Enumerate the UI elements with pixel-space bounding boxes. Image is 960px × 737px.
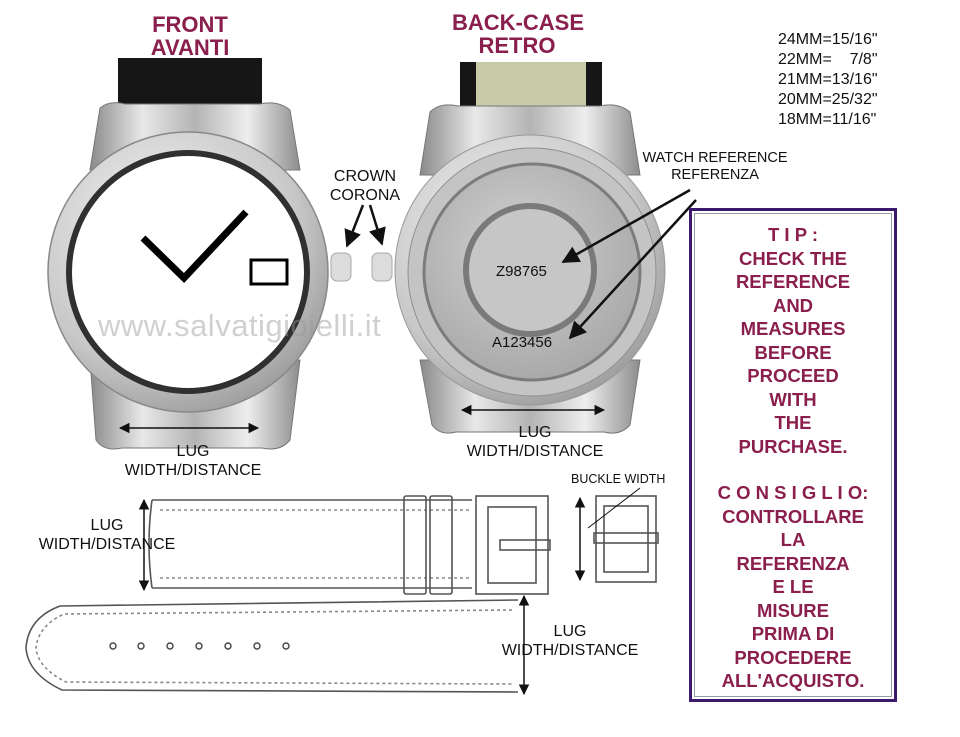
size-row: 24MM=15/16" xyxy=(778,31,878,48)
strap-hole xyxy=(253,642,261,650)
tip-line: PRIMA DI xyxy=(751,623,835,644)
reference-arrow-outer xyxy=(568,199,697,340)
crown-label-line-1: CROWN xyxy=(333,168,397,185)
tip-text: T I P : CHECK THE REFERENCE AND MEASURES… xyxy=(692,223,894,693)
back-strap-insert xyxy=(476,62,586,112)
tip-line: T I P : xyxy=(767,224,819,245)
case-reference-inner: Z98765 xyxy=(496,263,547,280)
lug-label-back-line-1: LUG xyxy=(518,424,552,441)
strap-buckle-stitch xyxy=(160,509,470,579)
buckle-pin xyxy=(499,539,551,551)
tip-line: LA xyxy=(780,529,806,550)
back-crown xyxy=(371,252,393,282)
tip-line: PROCEDERE xyxy=(734,646,852,668)
tip-line: THE xyxy=(774,412,812,433)
buckle-width-label: BUCKLE WIDTH xyxy=(571,472,666,486)
buckle-detail-frame xyxy=(595,495,657,583)
tip-line: WITH xyxy=(769,388,817,410)
size-conversion-list: 24MM=15/16" 22MM= 7/8" 21MM=13/16" 20MM=… xyxy=(778,30,878,130)
crown-label-line-2: CORONA xyxy=(329,187,401,204)
lug-label-strap-buckle-line-1: LUG xyxy=(90,517,124,534)
tip-line: AND xyxy=(772,294,814,316)
tip-line: ALL'ACQUISTO. xyxy=(721,670,865,691)
back-heading-line-1: BACK-CASE xyxy=(452,10,584,35)
watch-reference-line-1: WATCH REFERENCE xyxy=(642,150,788,166)
size-row: 18MM=11/16" xyxy=(778,111,877,128)
strap-hole xyxy=(195,642,203,650)
strap-hole xyxy=(109,642,117,650)
lug-label-strap-tail-line-1: LUG xyxy=(553,623,587,640)
buckle-inner xyxy=(487,506,537,584)
strap-measures xyxy=(138,496,586,696)
crown-label: CROWN CORONA xyxy=(325,167,405,205)
buckle-frame xyxy=(475,495,549,595)
strap-hole xyxy=(166,642,174,650)
tip-line: MISURE xyxy=(757,599,829,621)
tip-line: BEFORE xyxy=(754,341,832,363)
strap-tail-outline xyxy=(25,599,519,693)
buckle-leader xyxy=(587,487,641,529)
tip-line: MEASURES xyxy=(740,318,846,339)
tip-line: REFERENCE xyxy=(735,271,851,292)
tip-line: E LE xyxy=(772,576,814,597)
size-row: 22MM= 7/8" xyxy=(778,51,878,68)
tip-spacer xyxy=(692,458,894,481)
front-date-window xyxy=(249,258,289,286)
strap-tail-stitch xyxy=(35,609,513,685)
watch-reference-label: WATCH REFERENCE REFERENZA xyxy=(622,150,808,184)
lug-label-back-line-2: WIDTH/DISTANCE xyxy=(466,443,604,460)
strap-hole xyxy=(224,642,232,650)
tip-line: C O N S I G L I O: xyxy=(717,482,869,503)
strap-buckle-outline xyxy=(148,499,472,589)
lug-measures xyxy=(118,404,606,434)
strap-holes xyxy=(109,642,290,650)
front-hour-hand xyxy=(140,209,249,283)
watch-reference-line-2: REFERENZA xyxy=(671,167,759,183)
strap-keeper-1 xyxy=(403,495,427,595)
front-heading: FRONT AVANTI xyxy=(138,13,242,59)
strap-buckle-part xyxy=(148,487,659,595)
front-heading-line-1: FRONT xyxy=(152,12,228,37)
buckle-detail-pin xyxy=(593,532,659,544)
back-case-inner xyxy=(463,203,597,337)
back-heading: BACK-CASE RETRO xyxy=(452,10,584,58)
lug-label-front-line-1: LUG xyxy=(176,443,210,460)
case-reference-outer: A123456 xyxy=(492,334,553,351)
buckle-detail-inner xyxy=(603,505,649,573)
strap-tail-part xyxy=(25,599,519,693)
back-watch xyxy=(371,62,666,434)
front-heading-line-2: AVANTI xyxy=(150,35,230,60)
watermark: www.salvatigioielli.it xyxy=(98,308,382,343)
lug-label-strap-tail: LUG WIDTH/DISTANCE xyxy=(487,622,653,660)
strap-keeper-2 xyxy=(429,495,453,595)
crown-arrow-front xyxy=(344,204,365,248)
lug-label-front: LUG WIDTH/DISTANCE xyxy=(108,442,278,480)
size-row: 20MM=25/32" xyxy=(778,91,878,108)
strap-hole xyxy=(282,642,290,650)
tip-line: PURCHASE. xyxy=(738,435,848,457)
back-heading-line-2: RETRO xyxy=(478,33,556,58)
tip-line: REFERENZA xyxy=(736,552,850,574)
reference-arrow-inner xyxy=(561,188,691,264)
lug-label-back: LUG WIDTH/DISTANCE xyxy=(450,423,620,461)
size-row: 21MM=13/16" xyxy=(778,71,878,88)
lug-label-front-line-2: WIDTH/DISTANCE xyxy=(124,462,262,479)
front-watch xyxy=(47,58,352,450)
tip-line: CONTROLLARE xyxy=(722,505,864,527)
tip-line: PROCEED xyxy=(747,365,839,386)
strap-hole xyxy=(137,642,145,650)
lug-label-strap-tail-line-2: WIDTH/DISTANCE xyxy=(501,642,639,659)
tip-line: CHECK THE xyxy=(739,247,847,269)
front-crown xyxy=(330,252,352,282)
pointer-arrows xyxy=(344,188,697,340)
lug-label-strap-buckle-line-2: WIDTH/DISTANCE xyxy=(38,536,176,553)
crown-arrow-back xyxy=(368,204,386,246)
lug-label-strap-buckle: LUG WIDTH/DISTANCE xyxy=(28,516,186,554)
tip-box: T I P : CHECK THE REFERENCE AND MEASURES… xyxy=(689,208,897,702)
